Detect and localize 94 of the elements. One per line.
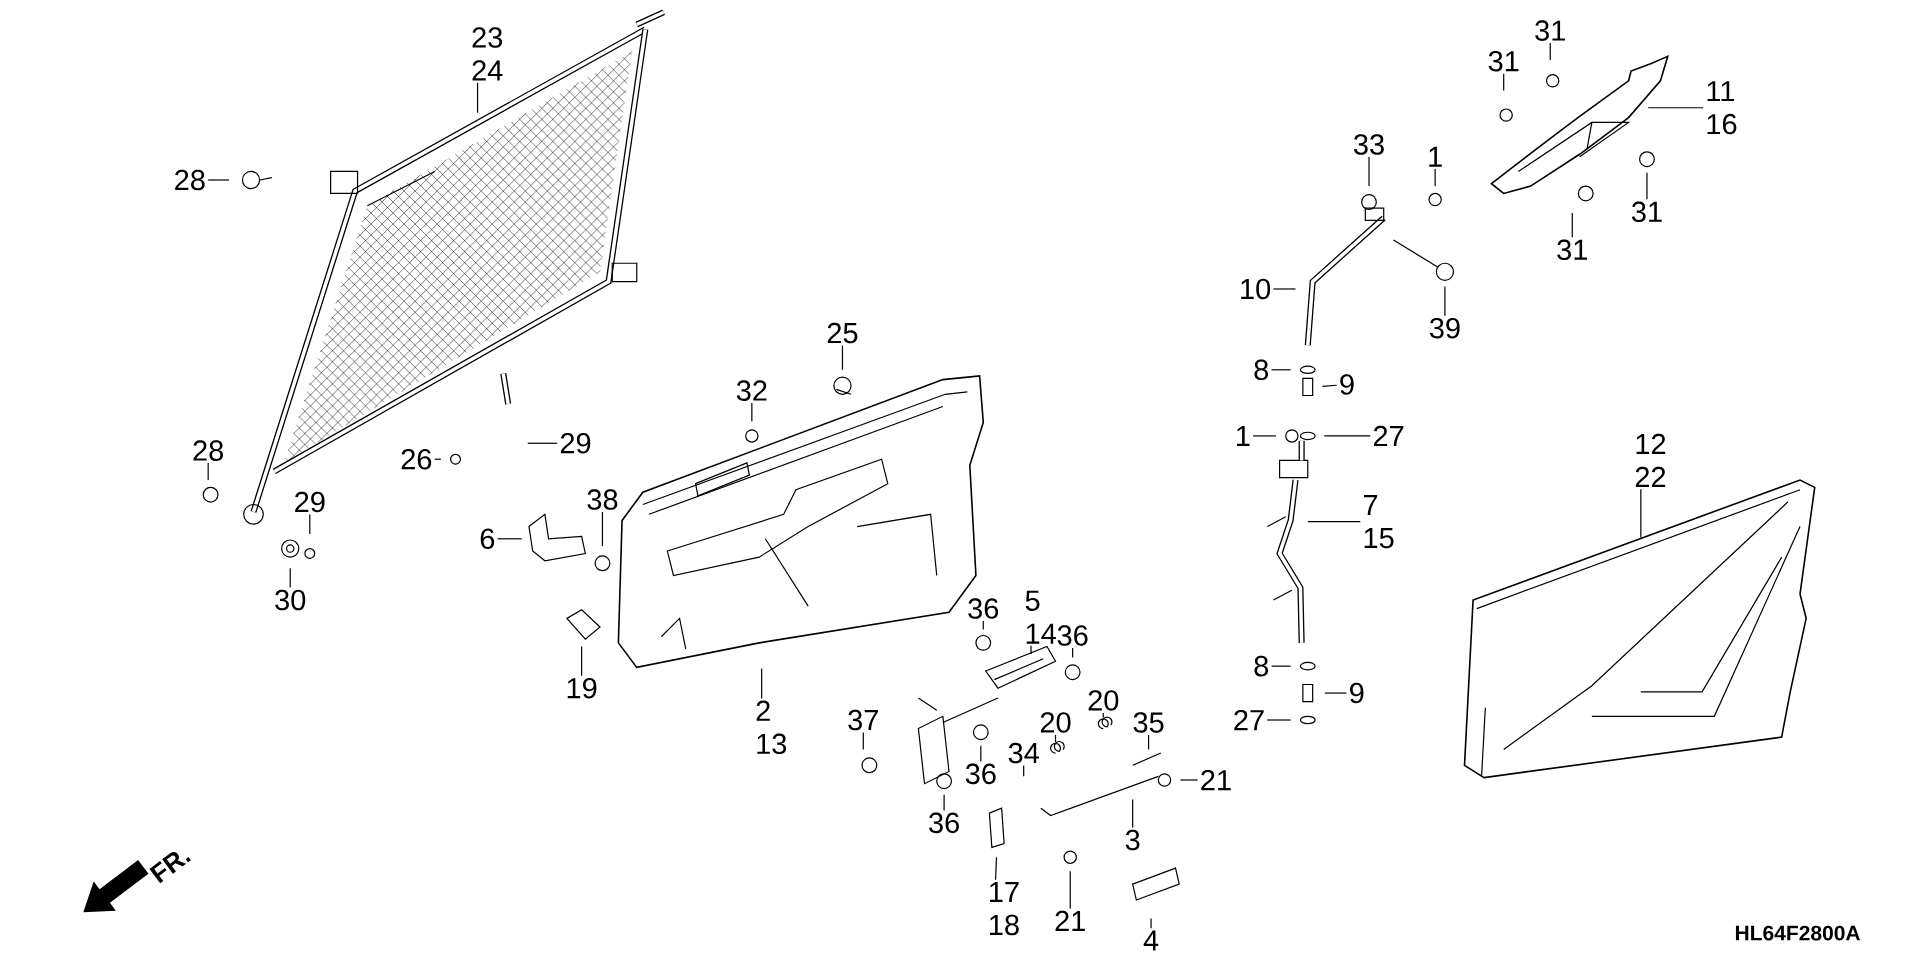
leader-line <box>1132 799 1134 829</box>
callout-number: 3 <box>1125 829 1140 851</box>
callout-number: 28 <box>193 440 224 461</box>
callout-number: 2 13 <box>756 700 787 755</box>
callout-number: 27 <box>1373 425 1404 447</box>
leader-line <box>1069 870 1071 910</box>
leader-line <box>1434 168 1436 187</box>
callout-number: 6 <box>480 528 495 550</box>
leader-line <box>1054 734 1057 743</box>
leader-line <box>761 668 763 699</box>
callout-number: 30 <box>275 589 306 611</box>
leader-line <box>434 458 442 460</box>
leader-line <box>1646 172 1648 200</box>
callout-number: 26 <box>401 448 432 470</box>
leader-line <box>1252 435 1277 437</box>
leader-line <box>1023 764 1025 777</box>
leader-line <box>601 511 604 547</box>
leader-line <box>1324 692 1348 694</box>
callout-number: 1 <box>1237 425 1250 446</box>
callout-number: 10 <box>1241 278 1271 300</box>
leader-line <box>527 442 558 444</box>
leader-line <box>1321 384 1338 387</box>
callout-number: 28 <box>175 169 205 191</box>
callout-number: 36 <box>968 598 999 619</box>
leader-line <box>1571 212 1573 238</box>
leader-line <box>1072 647 1074 659</box>
leader-line <box>862 731 864 750</box>
callout-number: 21 <box>1055 910 1085 931</box>
leader-line <box>1549 42 1551 61</box>
leader-line <box>581 645 583 677</box>
callout-number: 29 <box>295 491 325 513</box>
leader-line <box>309 513 311 535</box>
leader-line <box>980 745 982 762</box>
callout-number: 7 15 <box>1364 495 1394 549</box>
leader-line <box>207 179 230 181</box>
callout-number: 8 <box>1254 655 1269 677</box>
callout-number: 31 <box>1535 20 1565 41</box>
leader-line <box>1640 488 1642 539</box>
leader-line <box>207 462 209 481</box>
callout-number: 19 <box>567 677 597 699</box>
direction-label: FR. <box>149 852 191 884</box>
leader-line <box>1270 665 1292 667</box>
callout-number: 31 <box>1631 201 1662 223</box>
leader-line <box>841 344 844 371</box>
callout-number: 21 <box>1201 769 1231 791</box>
callout-number: 25 <box>827 322 858 344</box>
leader-line <box>1179 779 1199 781</box>
leader-line <box>1503 73 1505 92</box>
leader-line <box>1150 917 1152 929</box>
callout-number: 31 <box>1488 50 1519 72</box>
callout-number: 1 <box>1429 146 1442 167</box>
callout-number: 33 <box>1353 134 1384 155</box>
callout-number: 9 <box>1340 374 1354 395</box>
callout-number: 39 <box>1429 317 1460 339</box>
leader-line <box>497 538 523 540</box>
callout-number: 31 <box>1557 239 1587 261</box>
callout-number: 38 <box>587 489 618 510</box>
callout-number: 36 <box>965 763 996 785</box>
callout-number: 23 24 <box>472 27 503 81</box>
leader-line <box>1444 285 1446 317</box>
leader-line <box>289 567 291 589</box>
callout-number: 20 <box>1040 712 1071 733</box>
leader-line <box>1323 435 1371 437</box>
callout-number: 8 <box>1254 359 1269 381</box>
callout-number: 35 <box>1133 712 1164 733</box>
callout-number: 9 <box>1350 682 1364 704</box>
leader-line <box>1307 521 1361 523</box>
leader-line <box>994 856 998 881</box>
callout-number: 4 <box>1143 930 1159 951</box>
leader-line <box>1368 156 1370 187</box>
callout-number: 37 <box>848 709 878 731</box>
leader-line <box>476 82 479 114</box>
leader-line <box>1272 288 1297 290</box>
drawing-code: HL64F2800A <box>1735 925 1861 941</box>
callout-number: 20 <box>1088 690 1119 711</box>
leader-line <box>1030 645 1032 655</box>
leader-line <box>1266 719 1292 721</box>
leader-line <box>1102 712 1104 719</box>
callout-number: 5 14 <box>1025 590 1056 644</box>
leader-line <box>751 402 753 422</box>
callout-number: 34 <box>1008 742 1039 764</box>
callout-number: 29 <box>560 433 591 454</box>
callout-number: 11 16 <box>1707 81 1737 135</box>
callout-number: 36 <box>929 812 959 834</box>
leader-line <box>1647 107 1704 109</box>
leader-line <box>1148 734 1150 750</box>
callout-number: 12 22 <box>1635 433 1666 488</box>
leader-line <box>982 620 984 630</box>
callout-number: 36 <box>1057 625 1088 646</box>
leader-line <box>1270 369 1292 371</box>
callout-number: 17 18 <box>990 881 1019 936</box>
callout-number: 27 <box>1234 709 1264 731</box>
leader-line <box>943 794 945 811</box>
callout-number: 32 <box>736 380 767 401</box>
